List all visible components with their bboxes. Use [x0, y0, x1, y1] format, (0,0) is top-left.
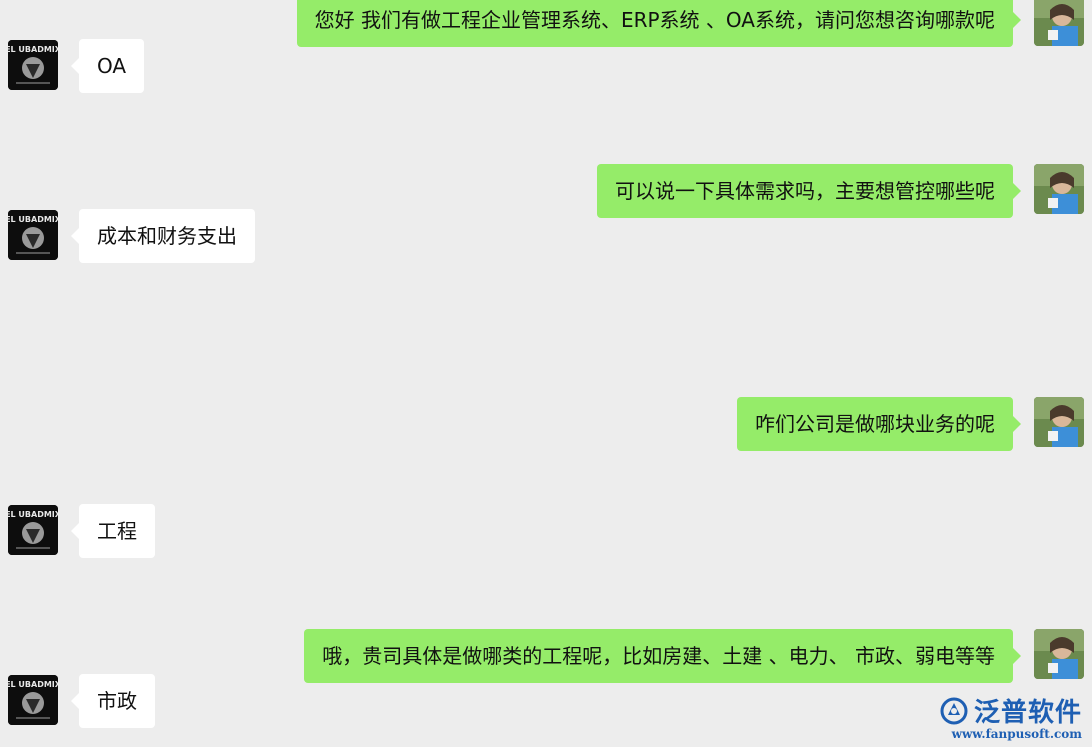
- black-logo-avatar-icon: EL UBADMIX: [8, 675, 58, 725]
- message-row: 可以说一下具体需求吗，主要想管控哪些呢: [0, 164, 1092, 218]
- message-bubble-received[interactable]: 市政: [71, 674, 155, 728]
- message-bubble-received[interactable]: OA: [70, 39, 145, 93]
- avatar-caption: EL UBADMIX: [8, 510, 58, 519]
- message-row: EL UBADMIX OA: [0, 39, 1092, 93]
- message-bubble-received[interactable]: 工程: [71, 504, 155, 558]
- message-row: 哦，贵司具体是做哪类的工程呢，比如房建、土建 、电力、 市政、弱电等等: [0, 629, 1092, 683]
- sender-avatar[interactable]: [1034, 0, 1084, 46]
- avatar-caption: EL UBADMIX: [8, 215, 58, 224]
- photo-avatar-icon: [1034, 397, 1084, 447]
- message-bubble-received[interactable]: 成本和财务支出: [71, 209, 255, 263]
- sender-avatar[interactable]: [1034, 164, 1084, 214]
- contact-avatar[interactable]: EL UBADMIX: [8, 505, 58, 555]
- sender-avatar[interactable]: [1034, 397, 1084, 447]
- message-row: EL UBADMIX 市政: [0, 674, 1092, 728]
- message-bubble-sent[interactable]: 哦，贵司具体是做哪类的工程呢，比如房建、土建 、电力、 市政、弱电等等: [304, 629, 1021, 683]
- message-bubble-sent[interactable]: 咋们公司是做哪块业务的呢: [737, 397, 1021, 451]
- avatar-caption: EL UBADMIX: [8, 45, 58, 54]
- avatar-caption: EL UBADMIX: [8, 680, 58, 689]
- photo-avatar-icon: [1034, 629, 1084, 679]
- watermark-name: 泛普软件: [973, 698, 1082, 728]
- contact-avatar[interactable]: EL UBADMIX: [8, 675, 58, 725]
- sender-avatar[interactable]: [1034, 629, 1084, 679]
- watermark-brand: 泛普软件: [940, 692, 1082, 729]
- watermark: 泛普软件 www.fanpusoft.com: [940, 692, 1082, 741]
- message-bubble-sent[interactable]: 可以说一下具体需求吗，主要想管控哪些呢: [597, 164, 1021, 218]
- contact-avatar[interactable]: EL UBADMIX: [8, 40, 58, 90]
- fanpu-logo-icon: [940, 697, 968, 724]
- black-logo-avatar-icon: EL UBADMIX: [8, 210, 58, 260]
- message-row: 您好 我们有做工程企业管理系统、ERP系统 、OA系统，请问您想咨询哪款呢: [0, 0, 1092, 54]
- message-bubble-sent[interactable]: 您好 我们有做工程企业管理系统、ERP系统 、OA系统，请问您想咨询哪款呢: [296, 0, 1022, 47]
- message-row: EL UBADMIX 工程: [0, 504, 1092, 558]
- photo-avatar-icon: [1034, 0, 1084, 46]
- watermark-url: www.fanpusoft.com: [951, 727, 1082, 741]
- black-logo-avatar-icon: EL UBADMIX: [8, 505, 58, 555]
- message-row: EL UBADMIX 成本和财务支出: [0, 209, 1092, 263]
- message-row: 咋们公司是做哪块业务的呢: [0, 397, 1092, 451]
- photo-avatar-icon: [1034, 164, 1084, 214]
- contact-avatar[interactable]: EL UBADMIX: [8, 210, 58, 260]
- black-logo-avatar-icon: EL UBADMIX: [8, 40, 58, 90]
